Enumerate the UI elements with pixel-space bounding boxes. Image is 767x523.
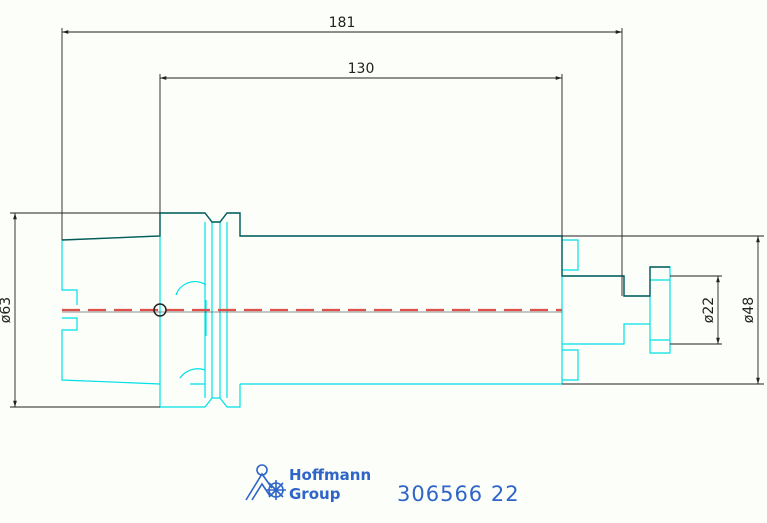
brand-line2: Group (289, 485, 341, 503)
gauge-point-marker (153, 303, 167, 317)
profile-lines (61, 212, 670, 297)
dimension-lines (10, 28, 764, 408)
hoffmann-logo-icon (245, 464, 286, 501)
dim-48-label: ø48 (741, 297, 757, 323)
brand-line1: Hoffmann (289, 466, 371, 484)
dim-63-label: ø63 (0, 297, 14, 323)
dim-181-label: 181 (329, 15, 356, 31)
dim-130-label: 130 (348, 61, 375, 77)
part-number: 306566 22 (397, 482, 520, 506)
clamping-nut (649, 266, 671, 354)
front-clamp (562, 239, 650, 381)
dim-22-label: ø22 (701, 297, 717, 323)
